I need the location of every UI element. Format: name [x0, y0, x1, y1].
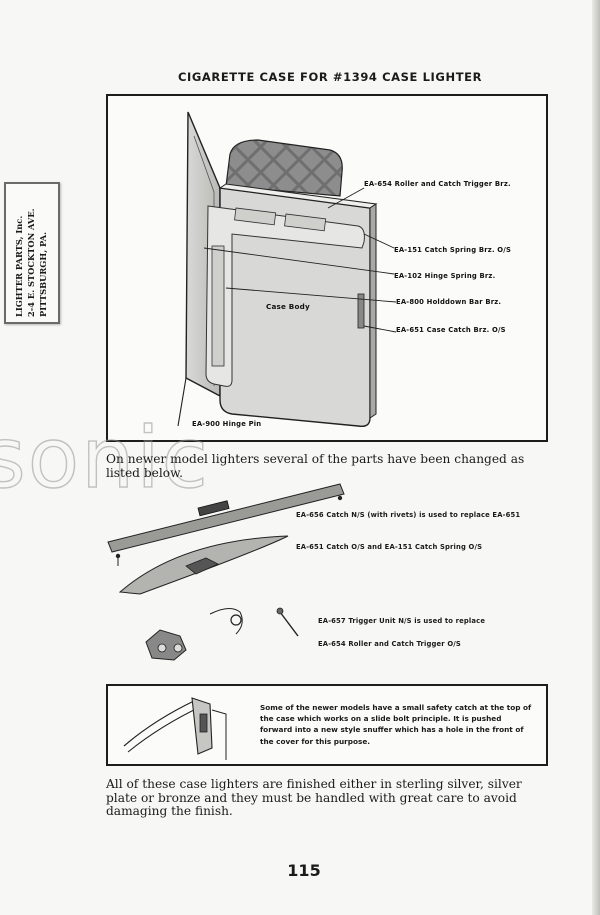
page-number: 115: [287, 861, 321, 880]
new-parts-illustration: [107, 483, 345, 661]
dealer-stamp: LIGHTER PARTS, Inc. 2-4 E. STOCKTON AVE.…: [4, 182, 60, 324]
quilted-lighter-top: [225, 139, 343, 197]
stamp-line-city: PITTSBURGH, PA.: [37, 232, 48, 317]
safety-catch-note-box: Some of the newer models have a small sa…: [106, 684, 548, 766]
case-illustration: [177, 111, 397, 428]
caption-roller-os: EA-654 Roller and Catch Trigger O/S: [318, 640, 461, 648]
stamp-line-street: 2-4 E. STOCKTON AVE.: [25, 208, 36, 317]
page-title: CIGARETTE CASE FOR #1394 CASE LIGHTER: [177, 70, 483, 84]
callout-roller-trigger: EA-654 Roller and Catch Trigger Brz.: [364, 180, 511, 188]
dealer-stamp-text: LIGHTER PARTS, Inc. 2-4 E. STOCKTON AVE.…: [8, 186, 56, 320]
callout-catch-spring: EA-151 Catch Spring Brz. O/S: [394, 246, 512, 254]
callout-hinge-pin: EA-900 Hinge Pin: [192, 420, 262, 428]
callout-holddown-bar: EA-800 Holddown Bar Brz.: [396, 298, 502, 306]
trigger-unit: [145, 607, 299, 661]
case-body: [177, 183, 378, 428]
caption-catch-os: EA-651 Catch O/S and EA-151 Catch Spring…: [296, 543, 483, 551]
caption-trigger-ns: EA-657 Trigger Unit N/S is used to repla…: [318, 617, 486, 625]
safety-catch-illustration: [123, 697, 227, 760]
callout-leaders: [203, 187, 397, 333]
catch-os-piece: [118, 535, 289, 595]
caption-catch-ns: EA-656 Catch N/S (with rivets) is used t…: [296, 511, 521, 519]
catch-ns-bar: [107, 483, 345, 566]
intro-paragraph: On newer model lighters several of the p…: [106, 452, 525, 480]
callout-case-catch: EA-651 Case Catch Brz. O/S: [396, 326, 506, 334]
callout-hinge-spring: EA-102 Hinge Spring Brz.: [394, 272, 496, 280]
finish-paragraph: All of these case lighters are finished …: [106, 777, 522, 818]
page-edge-shadow: [592, 0, 600, 915]
safety-catch-note-text: Some of the newer models have a small sa…: [260, 703, 532, 746]
watermark: sonic: [0, 409, 210, 507]
main-figure-box: EA-654 Roller and Catch Trigger Brz. EA-…: [106, 94, 548, 442]
label-case-body: Case Body: [266, 302, 310, 311]
stamp-line-company: LIGHTER PARTS, Inc.: [14, 215, 24, 317]
